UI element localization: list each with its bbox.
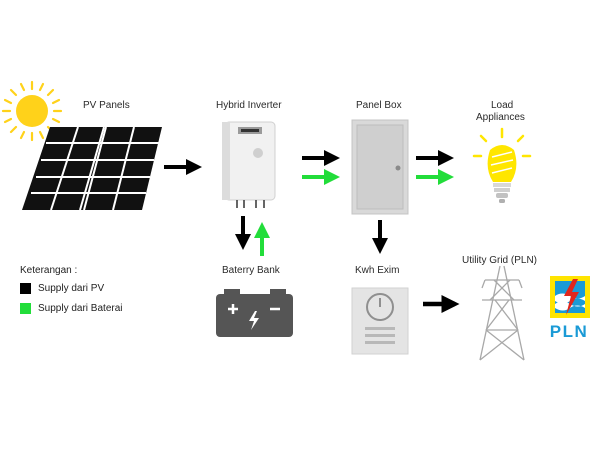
pln-logo — [550, 276, 590, 318]
label-utility-grid: Utility Grid (PLN) — [462, 255, 538, 266]
label-load-line2: Appliances — [476, 112, 525, 123]
label-hybrid-inverter: Hybrid Inverter — [216, 100, 282, 111]
legend-label-battery: Supply dari Baterai — [38, 303, 123, 314]
legend-title: Keterangan : — [20, 265, 78, 276]
label-pv-panels: PV Panels — [83, 100, 130, 111]
sun-icon — [1, 80, 63, 142]
label-panel-box: Panel Box — [356, 100, 402, 111]
legend-label-pv: Supply dari PV — [38, 283, 105, 294]
battery-icon — [216, 289, 293, 337]
label-battery-bank: Baterry Bank — [222, 265, 280, 276]
panel-box-icon — [351, 119, 409, 215]
label-kwh-meter: Kwh Exim — [355, 265, 400, 276]
hybrid-inverter-icon — [222, 121, 276, 208]
legend-swatch-pv — [20, 283, 31, 294]
solar-panel-icon — [22, 126, 162, 211]
legend-item-battery: Supply dari Baterai — [20, 303, 123, 314]
transmission-tower-icon — [479, 265, 525, 361]
legend-swatch-battery — [20, 303, 31, 314]
legend-item-pv: Supply dari PV — [20, 283, 104, 294]
label-load-line1: Load — [491, 100, 514, 111]
light-bulb-icon — [472, 127, 532, 203]
kwh-meter-icon — [351, 287, 409, 355]
pln-logo-text: PLN — [549, 322, 589, 341]
flow-arrows — [164, 150, 460, 313]
